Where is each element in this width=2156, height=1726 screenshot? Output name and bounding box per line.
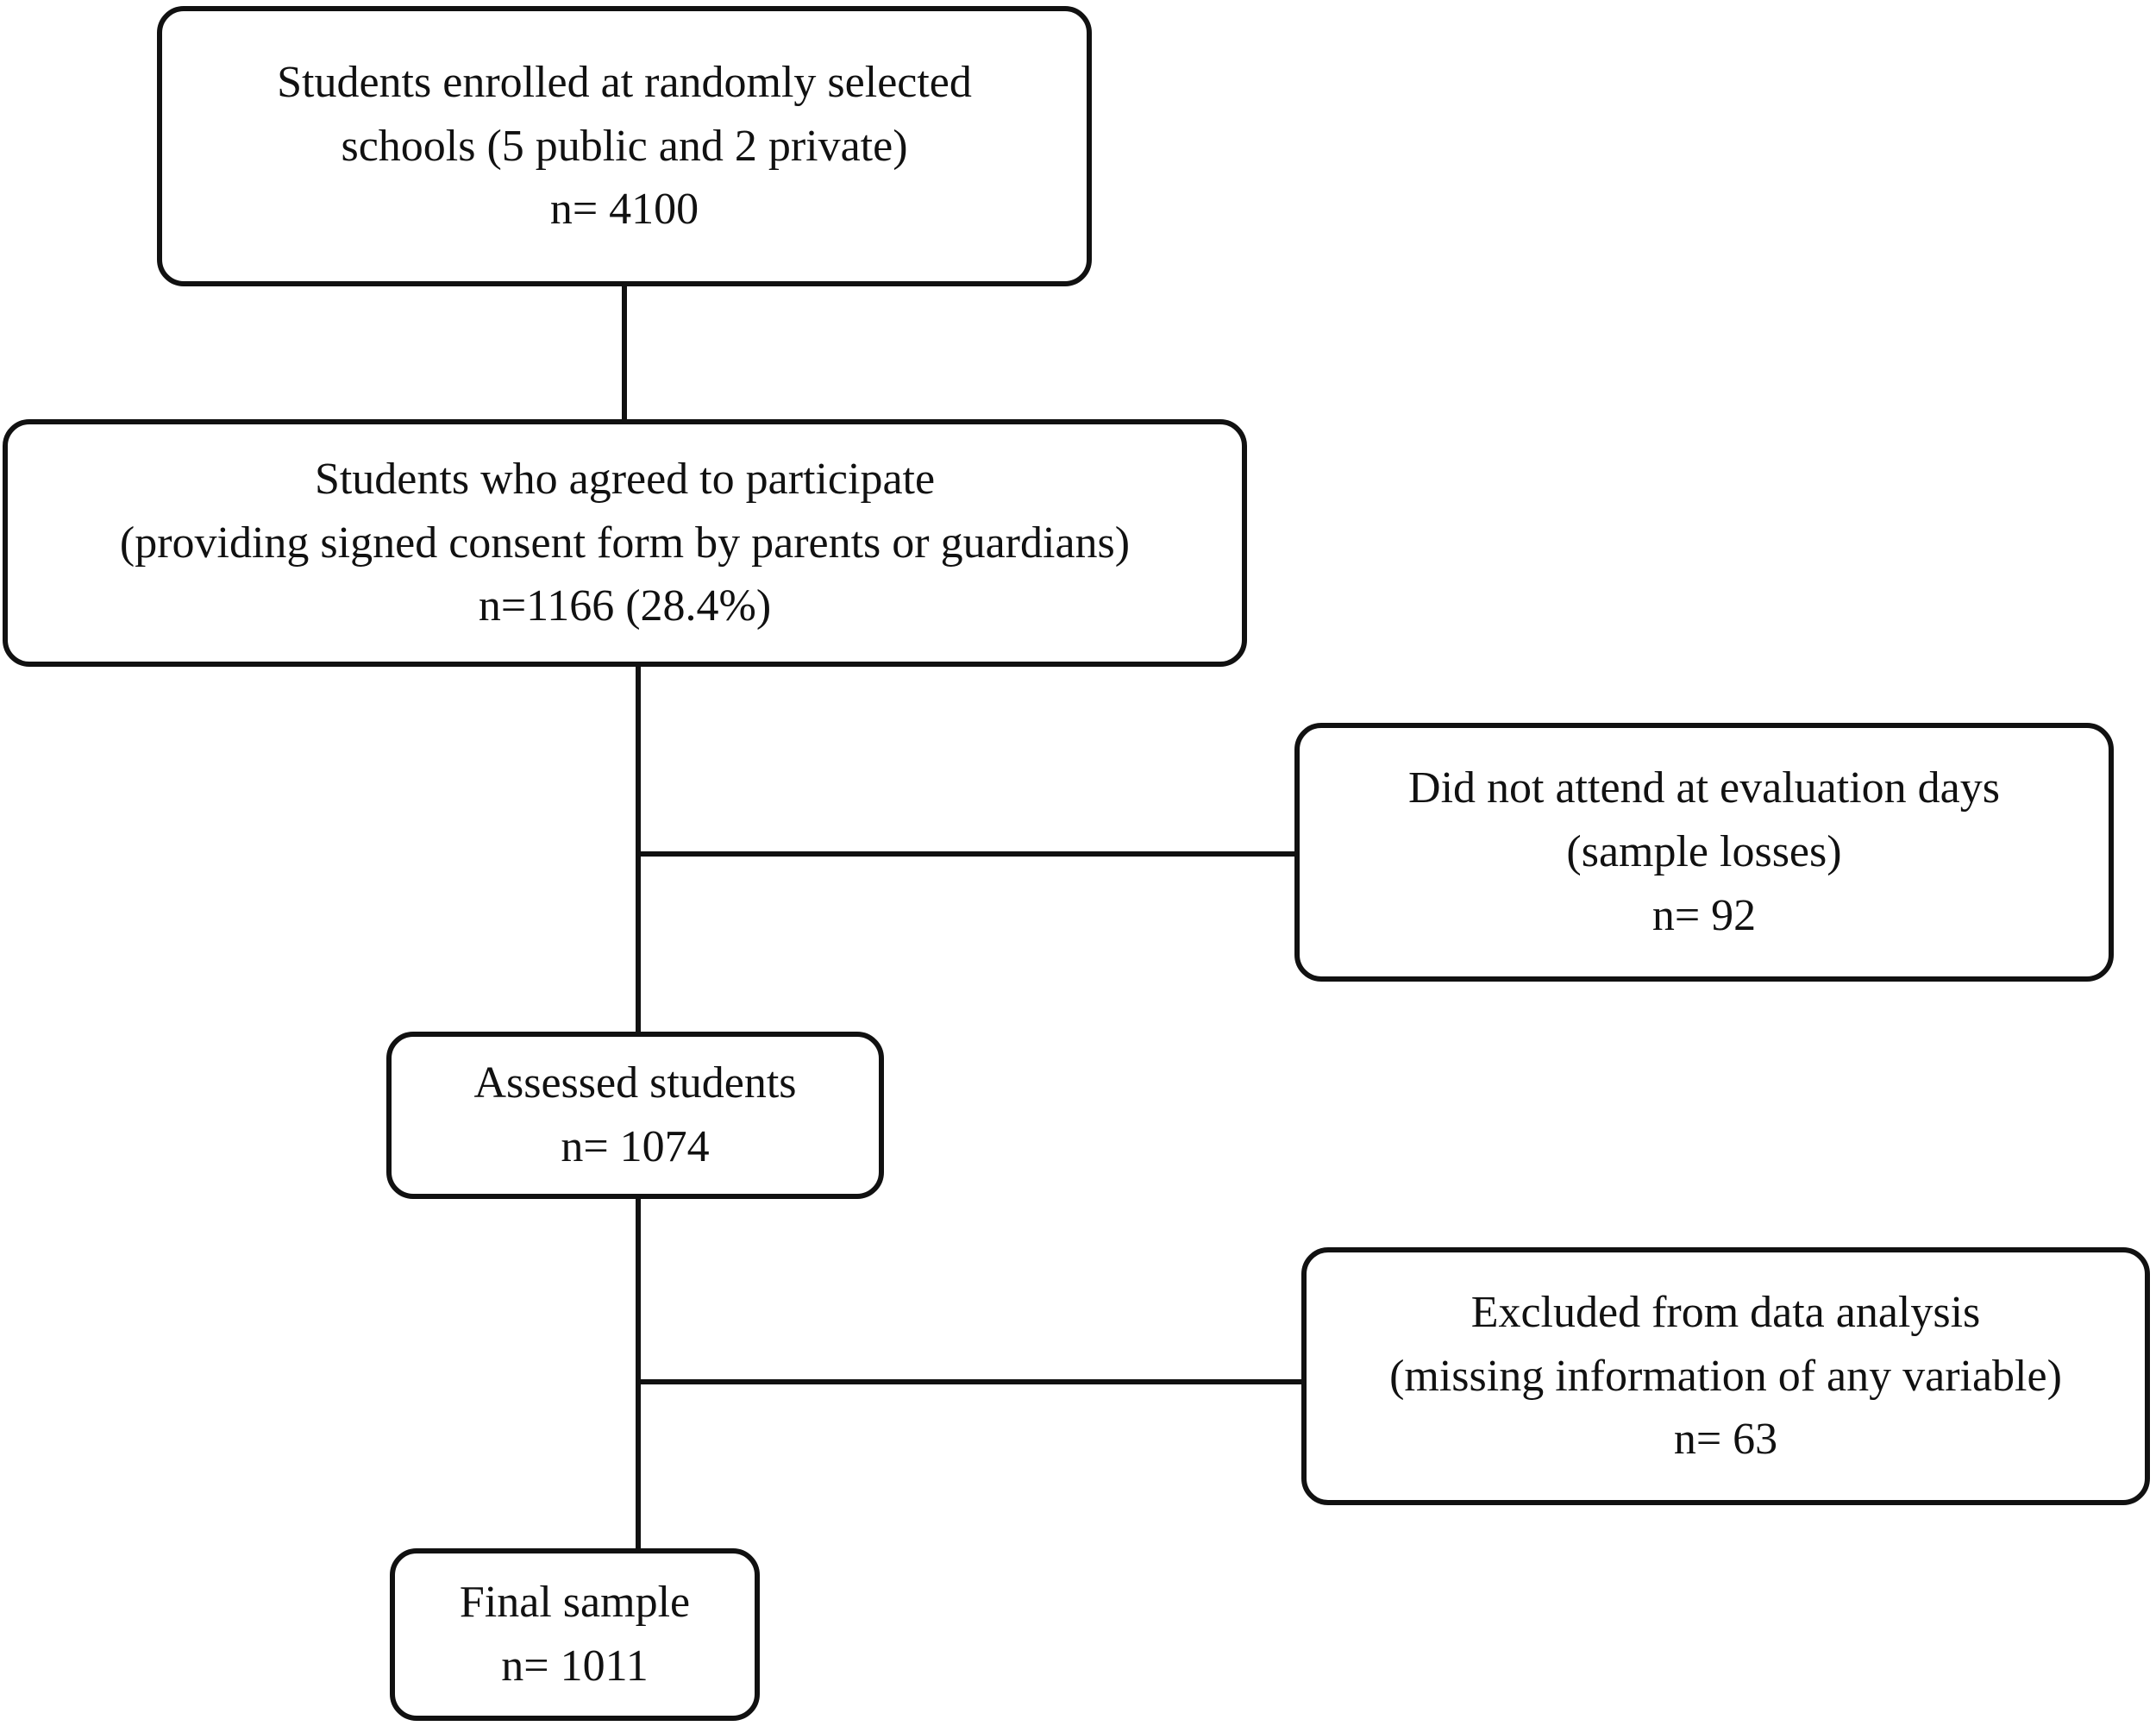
node-agreed-count: n=1166 (28.4%) — [478, 581, 772, 631]
box-outline-final-sample — [390, 1548, 760, 1721]
node-agreed-line-1: Students who agreed to participate — [314, 454, 936, 504]
node-assessed-count: n= 1074 — [561, 1122, 710, 1171]
node-excluded-line-1: Excluded from data analysis — [1470, 1287, 1981, 1337]
node-excluded-count: n= 63 — [1673, 1415, 1778, 1465]
node-did-not-attend[interactable]: Did not attend at evaluation days (sampl… — [1297, 725, 2111, 979]
node-not-attend-line-1: Did not attend at evaluation days — [1408, 763, 2000, 813]
node-students-agreed-to-participate[interactable]: Students who agreed to participate (prov… — [5, 422, 1244, 664]
node-not-attend-line-2: (sample losses) — [1566, 827, 1842, 877]
node-assessed-students[interactable]: Assessed students n= 1074 — [389, 1034, 881, 1196]
node-enrolled-line-1: Students enrolled at randomly selected — [277, 57, 972, 107]
node-final-sample[interactable]: Final sample n= 1011 — [392, 1551, 757, 1718]
node-assessed-line-1: Assessed students — [473, 1058, 797, 1108]
node-students-enrolled[interactable]: Students enrolled at randomly selected s… — [160, 9, 1089, 284]
node-enrolled-line-2: schools (5 public and 2 private) — [341, 121, 908, 171]
node-enrolled-count: n= 4100 — [549, 185, 699, 235]
node-excluded-line-2: (missing information of any variable) — [1389, 1351, 2062, 1401]
node-final-sample-count: n= 1011 — [501, 1641, 649, 1691]
node-not-attend-count: n= 92 — [1651, 890, 1757, 940]
box-outline-assessed — [386, 1032, 884, 1199]
node-final-sample-line-1: Final sample — [459, 1578, 691, 1628]
node-agreed-line-2: (providing signed consent form by parent… — [119, 518, 1131, 568]
node-excluded-from-analysis[interactable]: Excluded from data analysis (missing inf… — [1304, 1250, 2147, 1503]
box-outline-excluded — [1301, 1247, 2150, 1505]
